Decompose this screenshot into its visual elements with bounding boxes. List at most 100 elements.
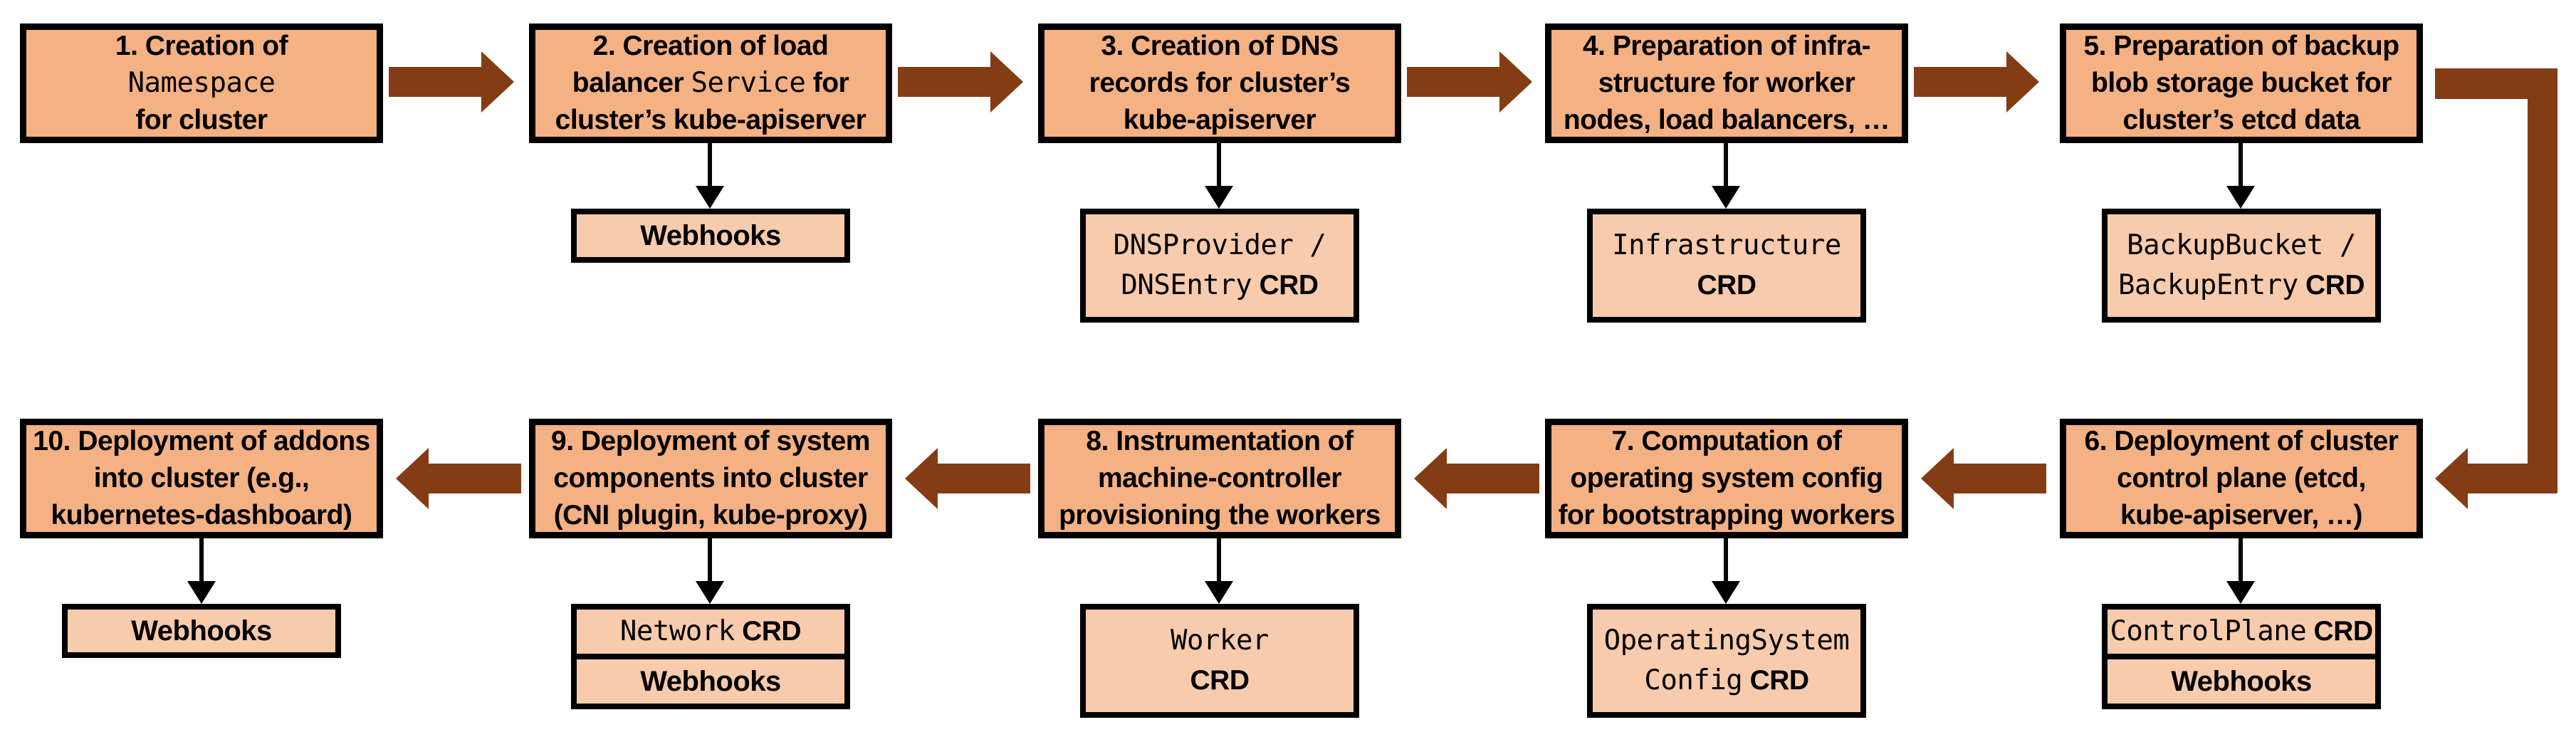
arrow-head	[1499, 51, 1532, 113]
step-2-line-2: balancer Service for	[572, 67, 849, 99]
step-6-box: 6. Deployment of cluster control plane (…	[2060, 419, 2423, 538]
connector-stem	[1724, 143, 1728, 186]
crd-line-2: Config CRD	[1644, 664, 1809, 696]
step-8-crd-box: Worker CRD	[1080, 604, 1359, 718]
webhooks-label: Webhooks	[640, 666, 781, 697]
step-9-line-3: (CNI plugin, kube-proxy)	[553, 500, 868, 531]
crd-line-2: CRD	[1190, 665, 1250, 696]
connector-step10-webhooks	[187, 538, 216, 604]
connector-step6-children	[2226, 538, 2255, 604]
connector-arrowhead-icon	[187, 581, 216, 604]
step-10-line-2: into cluster (e.g.,	[93, 463, 310, 493]
crd-line-1: Worker	[1171, 625, 1269, 657]
step-1-box: 1. Creation of Namespace for cluster	[20, 23, 383, 143]
step-5-line-3: cluster’s etcd data	[2122, 105, 2360, 135]
step-6-line-1: 6. Deployment of cluster	[2084, 426, 2399, 456]
connector-stem	[708, 538, 712, 581]
crd-line-1: Infrastructure	[1612, 229, 1841, 261]
arrow-head	[396, 448, 429, 509]
elbow-arrow-head	[2435, 448, 2468, 509]
step-9-webhooks-box: Webhooks	[571, 654, 850, 709]
arrow-body	[1954, 464, 2046, 493]
connector-stem	[199, 538, 204, 581]
step-9-line-1: 9. Deployment of system	[551, 426, 870, 456]
connector-step5-crd	[2226, 143, 2255, 209]
step-1-line-1: 1. Creation of	[115, 31, 288, 61]
step-8-line-2: machine-controller	[1097, 463, 1342, 493]
step-6-line-2: control plane (etcd,	[2117, 463, 2366, 493]
step-4-line-2: structure for worker	[1598, 68, 1855, 98]
step-7-line-1: 7. Computation of	[1611, 426, 1842, 456]
arrow-body	[1407, 67, 1499, 97]
step-1-line-2: Namespace	[127, 67, 276, 99]
webhooks-label: Webhooks	[131, 615, 272, 647]
arrow-body	[1914, 67, 2006, 97]
arrow-step3-to-step4-icon	[1407, 51, 1532, 113]
connector-step4-crd	[1712, 143, 1740, 209]
step-4-line-1: 4. Preparation of infra-	[1582, 31, 1871, 61]
connector-arrowhead-icon	[2226, 581, 2255, 604]
step-9-line-2: components into cluster	[553, 463, 868, 493]
step-3-line-2: records for cluster’s	[1089, 68, 1351, 98]
step-9-children-stack: Network CRD Webhooks	[571, 604, 850, 709]
crd-line-1: BackupBucket /	[2127, 229, 2356, 261]
connector-stem	[1217, 143, 1221, 186]
step-7-box: 7. Computation of operating system confi…	[1545, 419, 1908, 538]
connector-step8-crd	[1205, 538, 1233, 604]
elbow-vertical	[2528, 68, 2557, 493]
webhooks-label: Webhooks	[640, 220, 781, 251]
step-9-crd-box: Network CRD	[571, 604, 850, 659]
crd-line-1: Network CRD	[619, 615, 802, 647]
crd-line-1: DNSProvider /	[1113, 229, 1326, 261]
step-2-line-3: cluster’s kube-apiserver	[555, 105, 866, 135]
connector-step2-webhooks	[696, 143, 724, 209]
arrow-step8-to-step9-icon	[905, 448, 1030, 509]
step-2-box: 2. Creation of load balancer Service for…	[529, 23, 892, 143]
step-3-crd-box: DNSProvider / DNSEntry CRD	[1080, 209, 1359, 323]
connector-step7-crd	[1712, 538, 1740, 604]
arrow-body	[389, 67, 481, 97]
arrow-step9-to-step10-icon	[396, 448, 521, 509]
connector-stem	[1724, 538, 1728, 581]
connector-arrowhead-icon	[1205, 581, 1233, 604]
webhooks-label: Webhooks	[2171, 666, 2312, 697]
arrow-step1-to-step2-icon	[389, 51, 514, 113]
connector-step3-crd	[1205, 143, 1233, 209]
connector-arrowhead-icon	[2226, 186, 2255, 209]
arrow-body	[1447, 464, 1539, 493]
arrow-step4-to-step5-icon	[1914, 51, 2039, 113]
step-5-line-2: blob storage bucket for	[2091, 68, 2392, 98]
step-3-box: 3. Creation of DNS records for cluster’s…	[1038, 23, 1401, 143]
connector-stem	[708, 143, 712, 186]
arrow-head	[481, 51, 514, 113]
connector-arrowhead-icon	[696, 186, 724, 209]
arrow-step6-to-step7-icon	[1921, 448, 2046, 509]
step-8-box: 8. Instrumentation of machine-controller…	[1038, 419, 1401, 538]
elbow-bottom-arm	[2468, 464, 2557, 493]
connector-step9-children	[696, 538, 724, 604]
step-4-box: 4. Preparation of infra- structure for w…	[1545, 23, 1908, 143]
step-7-crd-box: OperatingSystem Config CRD	[1587, 604, 1866, 718]
crd-line-1: ControlPlane CRD	[2110, 615, 2373, 647]
arrow-body	[898, 67, 990, 97]
step-5-line-1: 5. Preparation of backup	[2083, 31, 2399, 61]
arrow-body	[429, 464, 521, 493]
step-5-crd-box: BackupBucket / BackupEntry CRD	[2102, 209, 2381, 323]
connector-arrowhead-icon	[1205, 186, 1233, 209]
arrow-step2-to-step3-icon	[898, 51, 1023, 113]
arrow-step7-to-step8-icon	[1414, 448, 1539, 509]
arrow-head	[905, 448, 938, 509]
step-5-box: 5. Preparation of backup blob storage bu…	[2060, 23, 2423, 143]
step-1-line-3: for cluster	[135, 105, 268, 135]
step-8-line-1: 8. Instrumentation of	[1086, 426, 1354, 456]
step-6-webhooks-box: Webhooks	[2102, 654, 2381, 709]
step-2-line-1: 2. Creation of load	[592, 31, 829, 61]
step-9-box: 9. Deployment of system components into …	[529, 419, 892, 538]
step-10-webhooks-box: Webhooks	[62, 604, 341, 658]
crd-line-2: BackupEntry CRD	[2117, 269, 2365, 301]
step-6-line-3: kube-apiserver, …)	[2120, 500, 2362, 531]
arrow-head	[1414, 448, 1447, 509]
connector-stem	[1217, 538, 1221, 581]
step-10-line-1: 10. Deployment of addons	[33, 426, 370, 456]
